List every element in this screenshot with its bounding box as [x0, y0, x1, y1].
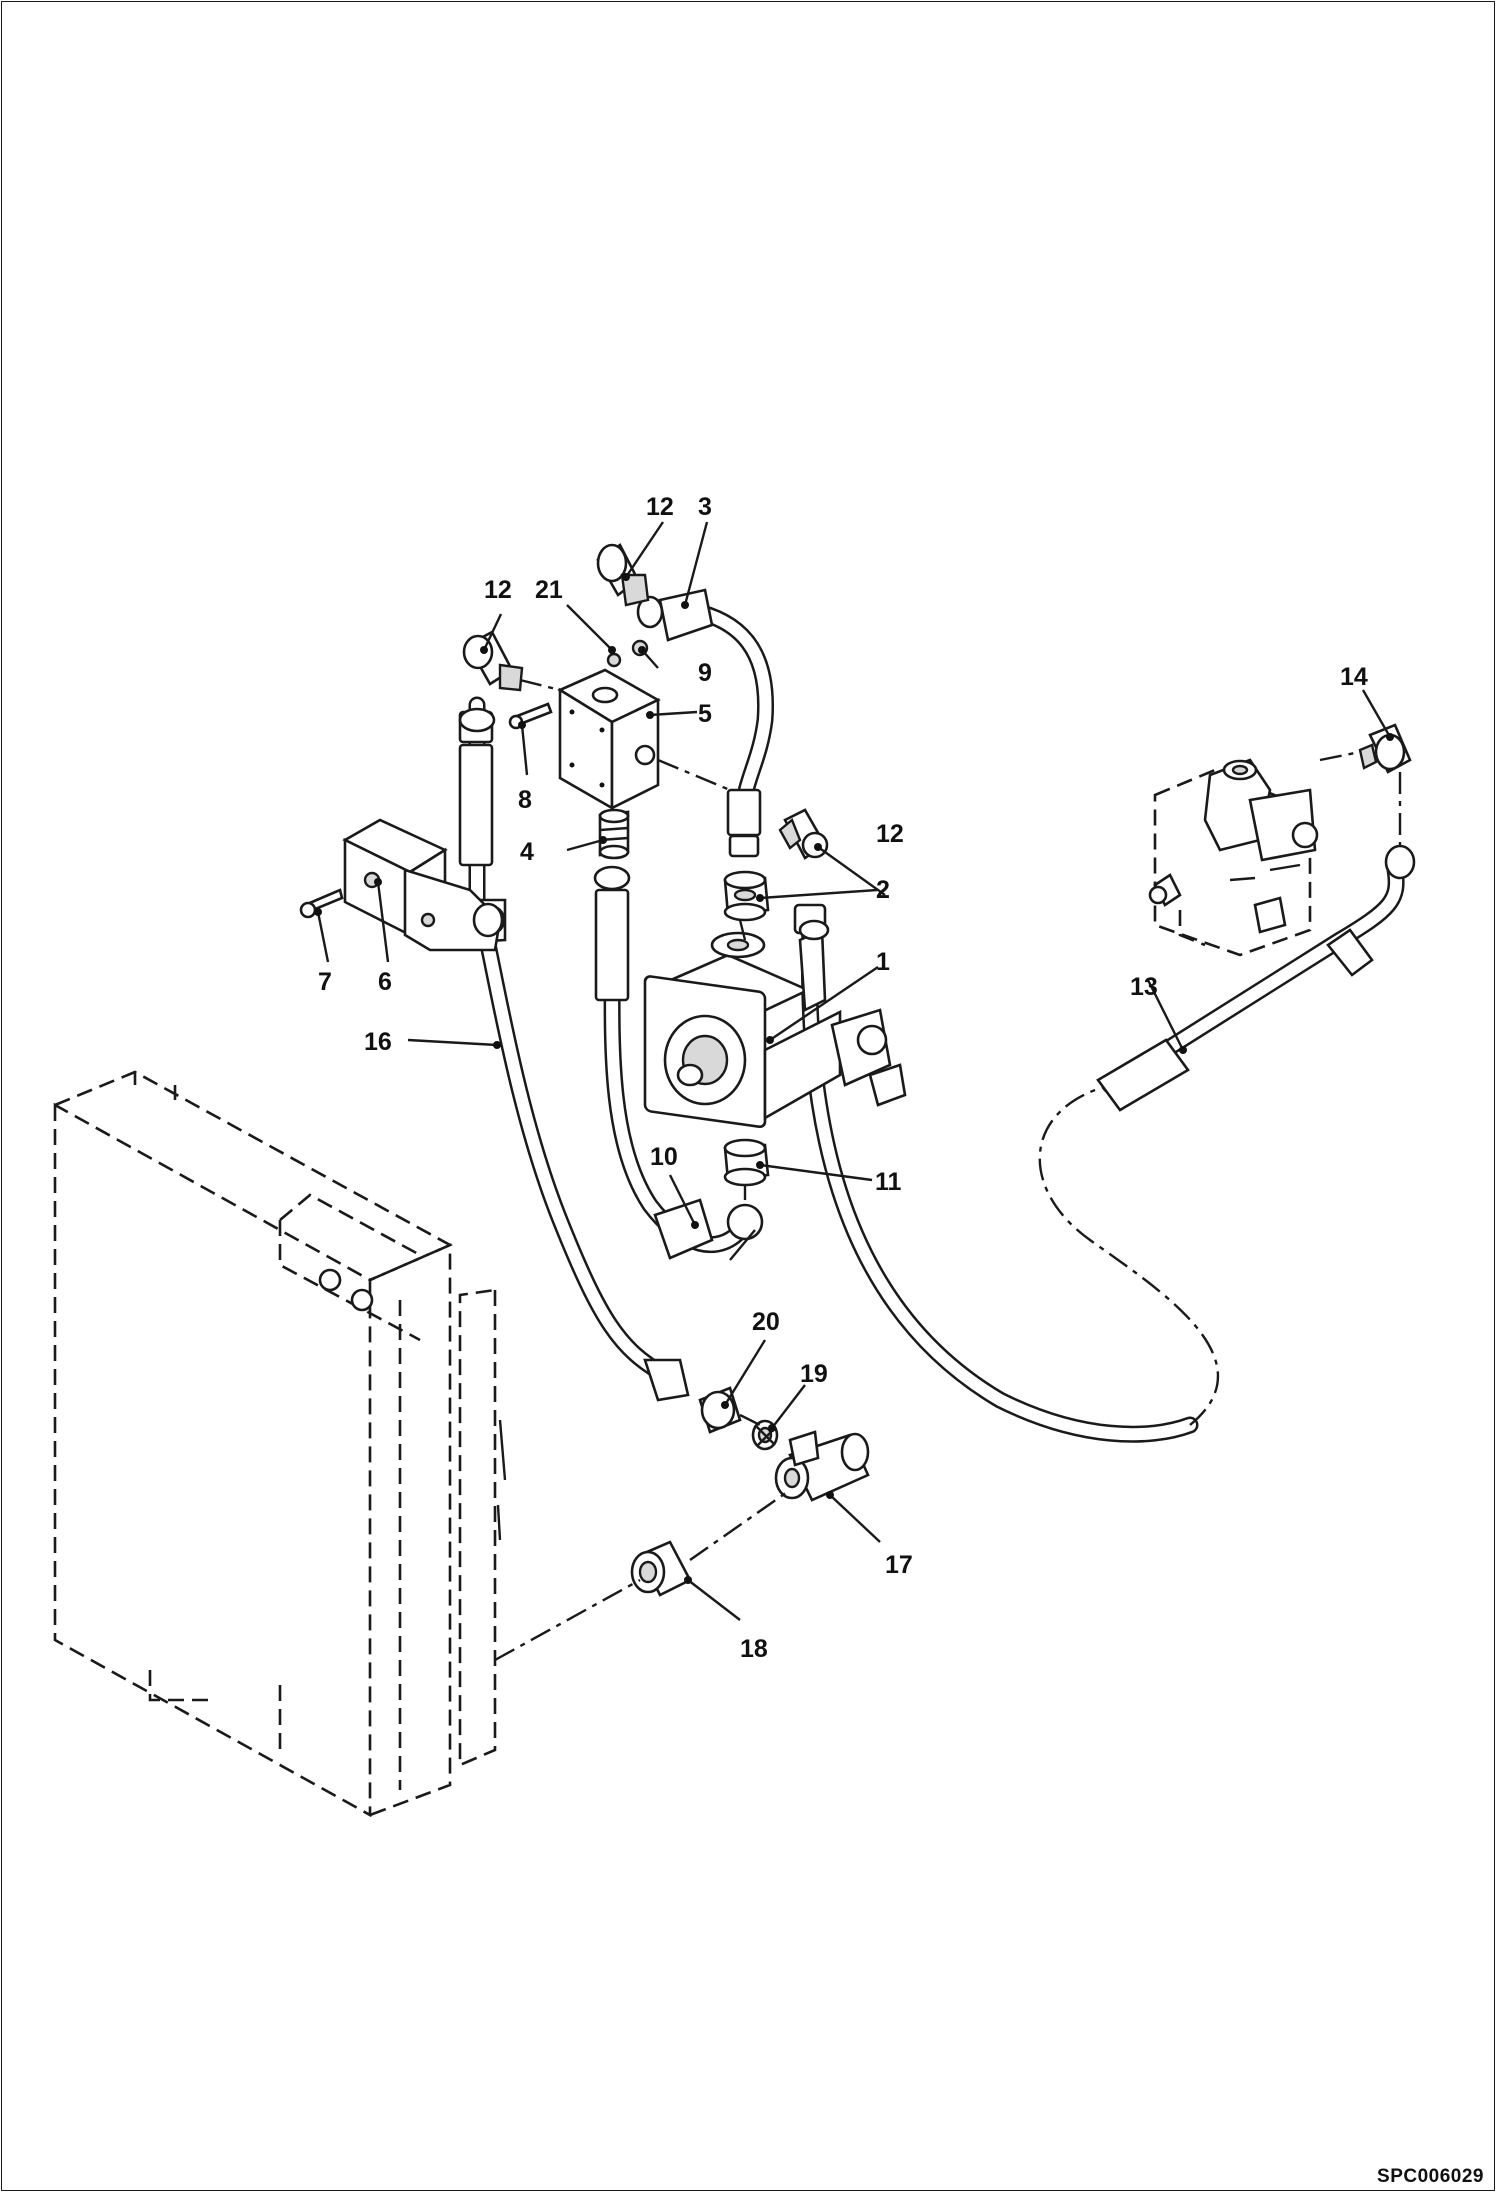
callout-8: 8 [518, 786, 532, 814]
reference-code: SPC006029 [1377, 2166, 1484, 2187]
callout-19: 19 [800, 1360, 828, 1388]
valve-block-14 [1148, 723, 1412, 957]
tee-fitting-17 [774, 1430, 870, 1502]
hose-10 [593, 865, 764, 1261]
callout-18: 18 [740, 1635, 768, 1663]
callout-12-left: 12 [484, 576, 512, 604]
centerline-18 [494, 1578, 641, 1662]
hose-3 [636, 588, 775, 858]
pump-1 [643, 919, 907, 1129]
callout-5: 5 [698, 700, 712, 728]
callout-7: 7 [318, 968, 332, 996]
hose-13 [793, 844, 1416, 1443]
fitting-11 [723, 1138, 770, 1200]
callout-17: 17 [885, 1551, 913, 1579]
centerline-17 [689, 1489, 791, 1561]
oil-cooler-phantom [53, 1070, 507, 1818]
valve-block-5 [508, 639, 731, 811]
centerline-20 [739, 1413, 761, 1427]
callout-2: 2 [876, 876, 890, 904]
callout-10: 10 [650, 1143, 678, 1171]
callout-3: 3 [698, 493, 712, 521]
fitting-2 [723, 870, 770, 922]
callout-20: 20 [752, 1308, 780, 1336]
callout-11: 11 [875, 1168, 902, 1196]
fitting-20 [698, 1386, 742, 1434]
callout-labels: 12 3 12 21 9 5 8 4 12 2 1 7 6 16 13 14 1… [318, 493, 1368, 1663]
callout-6: 6 [378, 968, 392, 996]
solenoid-valve-6 [299, 818, 504, 952]
callout-1: 1 [876, 948, 890, 976]
elbow-fitting-12-top [596, 543, 650, 607]
callout-14: 14 [1340, 663, 1368, 691]
callout-9: 9 [698, 659, 712, 687]
callout-12-right: 12 [876, 820, 904, 848]
elbow-fitting-12-right [778, 808, 829, 860]
fitting-4 [598, 808, 630, 860]
callout-4: 4 [520, 838, 534, 866]
callout-21: 21 [535, 576, 563, 604]
elbow-fitting-12-left [462, 630, 524, 692]
callout-12-top: 12 [646, 493, 674, 521]
callout-13: 13 [1130, 973, 1158, 1001]
fitting-18 [630, 1540, 692, 1597]
callout-16: 16 [364, 1028, 392, 1056]
leader-lines [314, 521, 1394, 1621]
